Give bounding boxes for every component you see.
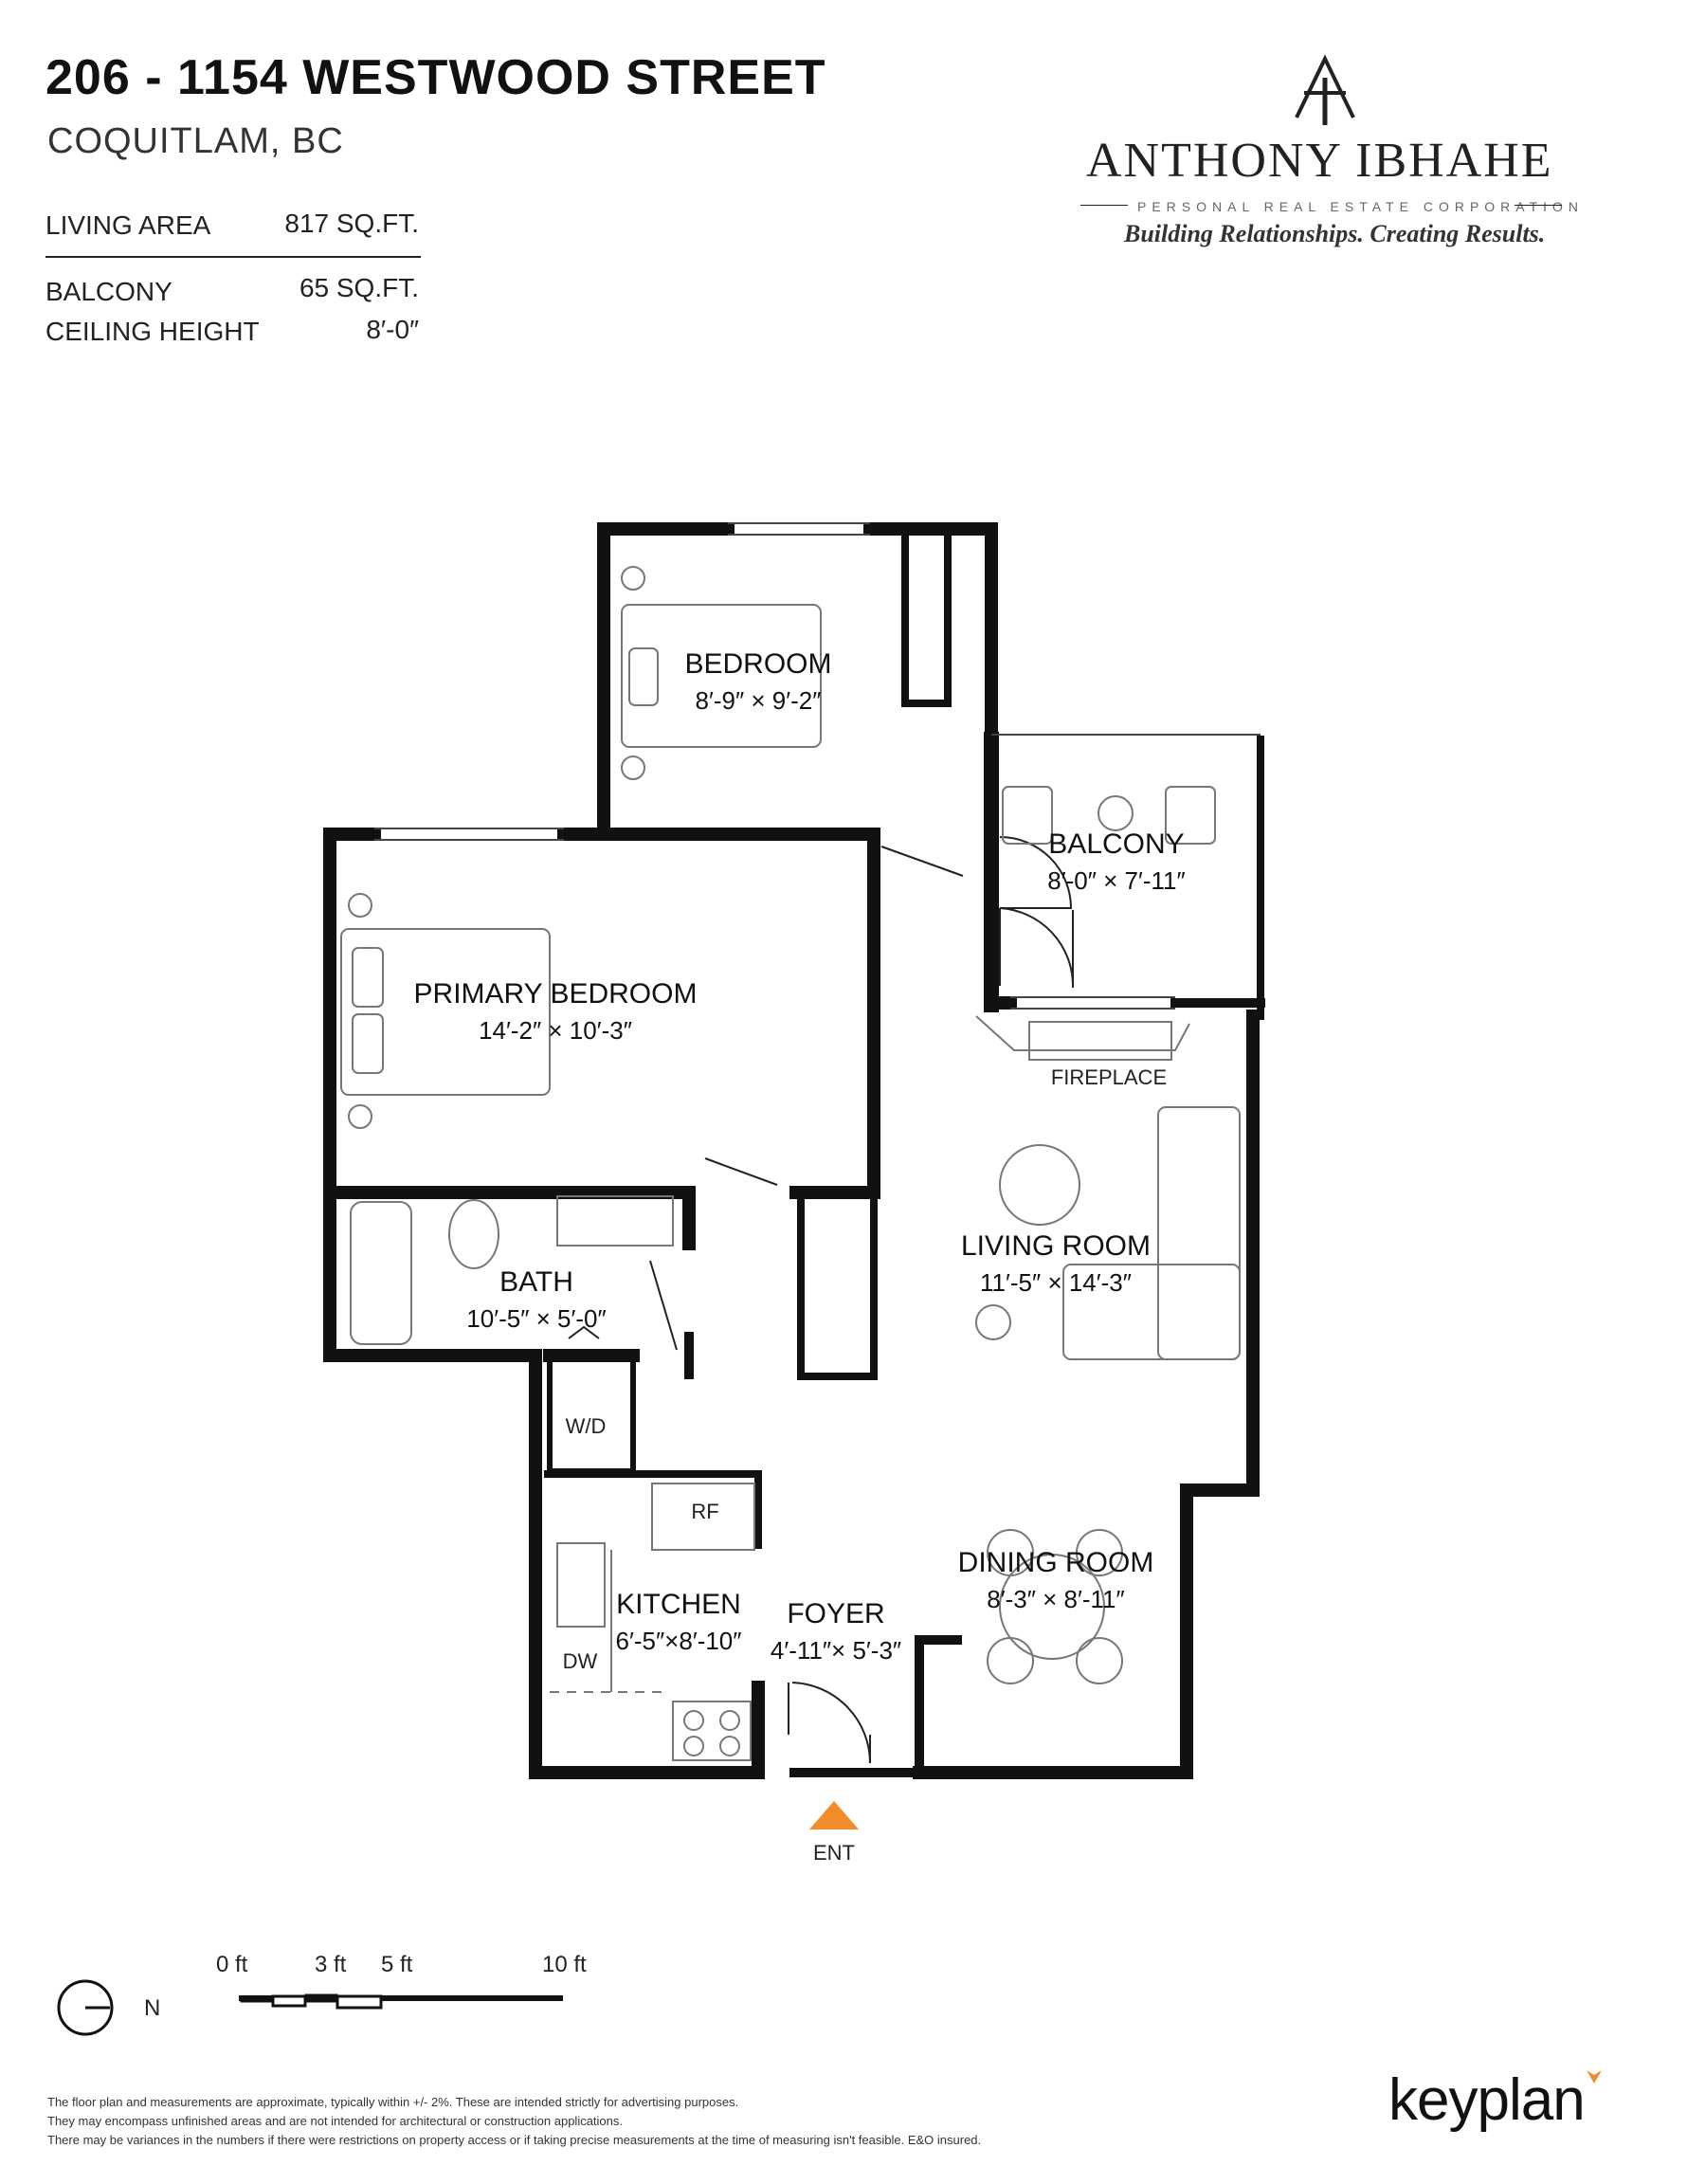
living-area-label: LIVING AREA	[45, 210, 211, 240]
property-city: COQUITLAM, BC	[47, 121, 344, 161]
kitchen-dims: 6′-5″×8′-10″	[616, 1627, 742, 1655]
furniture	[340, 566, 1241, 1761]
property-address: 206 - 1154 WESTWOOD STREET	[45, 50, 826, 105]
living-area-value: 817 SQ.FT.	[284, 209, 419, 238]
living-room-label: LIVING ROOM	[961, 1230, 1151, 1262]
brand-name: ANTHONY IBHAHE	[1086, 134, 1553, 188]
disclaimer-line-1: The floor plan and measurements are appr…	[47, 2095, 739, 2109]
bath-dims: 10′-5″ × 5′-0″	[466, 1304, 606, 1333]
dining-room-dims: 8′-3″ × 8′-11″	[987, 1585, 1124, 1613]
brand-logo-icon	[1295, 55, 1355, 125]
walls	[323, 522, 1265, 1779]
ceiling-height-value: 8′-0″	[366, 315, 419, 344]
entrance-label: ENT	[813, 1841, 855, 1865]
keyplan-leaf-icon	[1587, 2070, 1602, 2084]
bath-label: BATH	[499, 1266, 573, 1298]
living-room-dims: 11′-5″ × 14′-3″	[980, 1268, 1132, 1297]
disclaimer-line-3: There may be variances in the numbers if…	[47, 2133, 982, 2147]
refrigerator-label: RF	[691, 1500, 718, 1523]
fireplace-label: FIREPLACE	[1051, 1065, 1167, 1089]
balcony-label: BALCONY	[1048, 828, 1184, 860]
balcony-area-value: 65 SQ.FT.	[299, 273, 419, 302]
foyer-label: FOYER	[787, 1598, 884, 1629]
entrance-marker-icon	[809, 1801, 859, 1829]
disclaimer: The floor plan and measurements are appr…	[47, 2093, 1090, 2150]
doors	[568, 836, 1075, 1764]
scale-label-3: 3 ft	[315, 1952, 347, 1977]
balcony-dims: 8′-0″ × 7′-11″	[1047, 866, 1185, 895]
brand-rule-left	[1080, 205, 1128, 206]
primary-bedroom-dims: 14′-2″ × 10′-3″	[479, 1016, 632, 1045]
dishwasher-label: DW	[563, 1649, 598, 1673]
brand-rule-right	[1515, 205, 1562, 206]
primary-bedroom-label: PRIMARY BEDROOM	[414, 978, 698, 1010]
windows	[374, 522, 1261, 1010]
kitchen-label: KITCHEN	[616, 1589, 741, 1620]
area-divider	[45, 256, 421, 258]
ceiling-height-label: CEILING HEIGHT	[45, 317, 260, 346]
bedroom-label: BEDROOM	[684, 648, 831, 680]
foyer-dims: 4′-11″× 5′-3″	[771, 1636, 901, 1665]
scale-bar	[239, 1993, 563, 2010]
balcony-area-label: BALCONY	[45, 277, 172, 306]
brand-tagline: Building Relationships. Creating Results…	[1124, 220, 1546, 247]
scale-label-10: 10 ft	[542, 1952, 587, 1977]
north-compass-icon	[57, 1979, 114, 2036]
scale-label-0: 0 ft	[216, 1952, 248, 1977]
dining-room-label: DINING ROOM	[958, 1547, 1154, 1578]
washer-dryer-label: W/D	[566, 1414, 607, 1438]
north-label: N	[144, 1995, 160, 2021]
scale-label-5: 5 ft	[381, 1952, 413, 1977]
brand-subtitle: PERSONAL REAL ESTATE CORPORATION	[1137, 199, 1585, 214]
bedroom-dims: 8′-9″ × 9′-2″	[696, 686, 822, 715]
disclaimer-line-2: They may encompass unfinished areas and …	[47, 2114, 624, 2128]
keyplan-logo: keyplan	[1388, 2067, 1586, 2133]
